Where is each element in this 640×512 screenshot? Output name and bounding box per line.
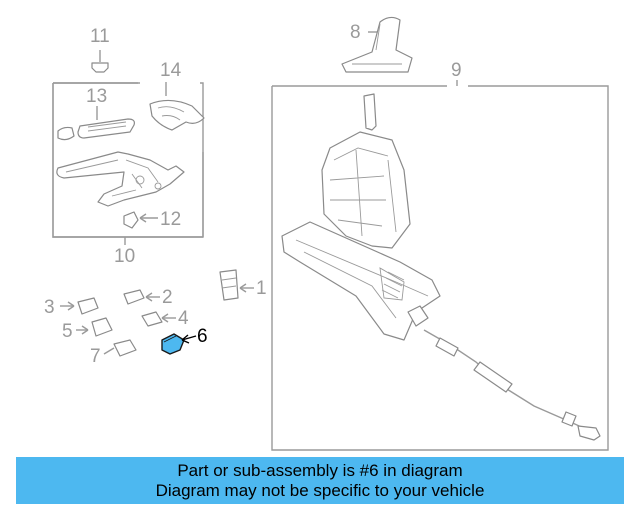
callout-8: 8 bbox=[350, 22, 361, 43]
part-5 bbox=[76, 317, 113, 337]
callout-10: 10 bbox=[114, 246, 135, 267]
callout-5: 5 bbox=[62, 321, 73, 342]
caption-line-1: Part or sub-assembly is #6 in diagram bbox=[177, 461, 463, 480]
part-3 bbox=[60, 297, 99, 315]
group-box-10-top bbox=[52, 82, 204, 238]
callout-6: 6 bbox=[197, 326, 208, 347]
callout-3: 3 bbox=[44, 297, 55, 318]
callout-2: 2 bbox=[162, 287, 173, 308]
caption-line-2: Diagram may not be specific to your vehi… bbox=[155, 481, 485, 500]
part-2 bbox=[123, 289, 160, 305]
callout-7: 7 bbox=[90, 346, 101, 367]
part-1-switch bbox=[219, 269, 254, 301]
callout-12: 12 bbox=[160, 209, 181, 230]
callout-9: 9 bbox=[451, 60, 462, 81]
part-12-bolt bbox=[123, 211, 158, 229]
callout-14: 14 bbox=[160, 60, 182, 81]
callout-4: 4 bbox=[178, 308, 189, 329]
group-box-9 bbox=[271, 85, 609, 451]
part-8-shift-knob bbox=[341, 16, 413, 73]
callout-1: 1 bbox=[256, 278, 267, 299]
callout-11: 11 bbox=[90, 26, 110, 47]
part-13-grip bbox=[57, 106, 135, 141]
caption-banner: Part or sub-assembly is #6 in diagram Di… bbox=[16, 457, 624, 504]
part-4 bbox=[141, 311, 176, 327]
part-9-shifter-assembly bbox=[281, 93, 601, 441]
part-14-boot bbox=[149, 82, 205, 131]
part-7 bbox=[103, 339, 137, 357]
part-11-nut bbox=[91, 50, 109, 73]
callout-13: 13 bbox=[86, 86, 107, 107]
part-6-highlighted bbox=[161, 333, 197, 355]
parking-brake-lever bbox=[56, 151, 185, 207]
